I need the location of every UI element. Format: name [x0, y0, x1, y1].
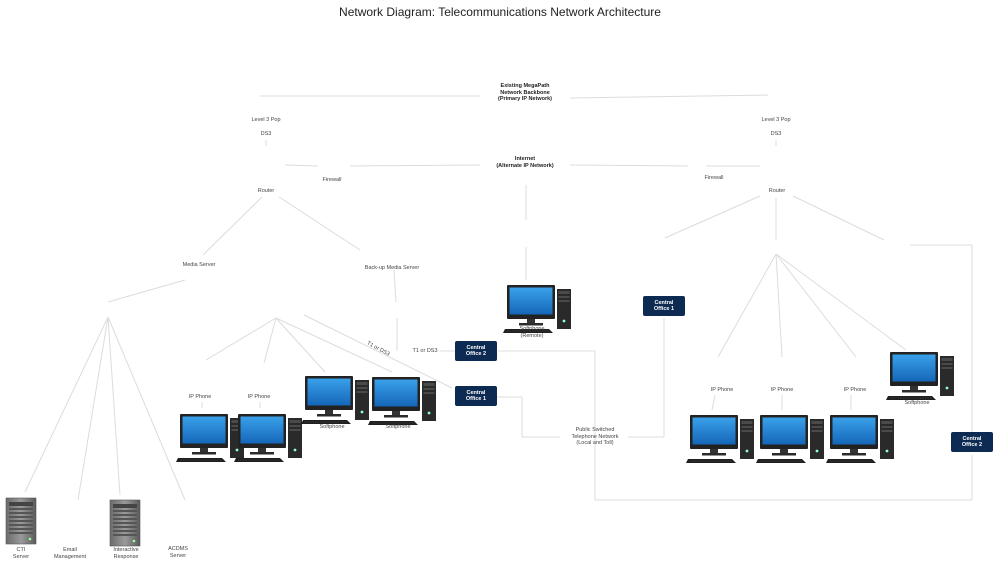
- co1-left-line-1: Central: [466, 389, 486, 396]
- ip-phone-label: IP Phone: [710, 387, 734, 393]
- link-router-backup: [278, 196, 361, 251]
- softphone-label: Softphone: [385, 424, 411, 430]
- link-co1-left: [303, 314, 453, 389]
- link-hub-soft2: [275, 317, 393, 373]
- ds3-right-label: DS3: [770, 131, 782, 137]
- co1-right-line-1: Central: [654, 299, 674, 306]
- cti-line-1: CTI: [16, 547, 26, 553]
- link-router-media: [202, 196, 263, 256]
- co2-left-line-1: Central: [466, 344, 486, 351]
- backbone-label: Existing MegaPath Network Backbone (Prim…: [498, 83, 552, 103]
- ip-phone-computer-icon: [233, 413, 303, 463]
- pstn-line-3: (Local and Toll): [576, 440, 614, 447]
- diagram-title: Network Diagram: Telecommunications Netw…: [339, 5, 661, 19]
- remote-softphone-line-1: Softphone: [519, 326, 545, 332]
- link-internet-left: [349, 164, 481, 167]
- link-rhub-3: [775, 253, 857, 358]
- router-right-label: Router: [768, 188, 786, 194]
- router-left-label: Router: [257, 188, 275, 194]
- level3-pop-right-label: Level 3 Pop: [761, 117, 791, 123]
- acdms-line-2: Server: [169, 552, 187, 559]
- co2-left-line-2: Office 2: [465, 351, 487, 357]
- ds3-left-label: DS3: [260, 131, 272, 137]
- backbone-line-3: (Primary IP Network): [497, 96, 553, 103]
- link-rhub-soft: [775, 253, 907, 351]
- link-backup-down: [393, 269, 397, 303]
- link-email: [77, 316, 109, 501]
- link-backbone-right: [569, 94, 769, 99]
- ivr-line-2: Response: [113, 553, 139, 560]
- ivr-server-icon: [109, 499, 141, 547]
- softphone-computer-icon: [300, 375, 370, 425]
- pstn-line-2: Telephone Network: [571, 433, 619, 440]
- ivr-line-1: Interactive: [113, 547, 139, 553]
- link-ivr: [107, 316, 121, 496]
- ip-phone-computer-icon: [175, 413, 245, 463]
- ip-phone-computer-icon: [685, 414, 755, 464]
- remote-softphone-line-2: (Remote): [520, 332, 544, 339]
- softphone-computer-icon: [367, 376, 437, 426]
- softphone-label: Softphone: [319, 424, 345, 430]
- backbone-line-1: Existing MegaPath: [500, 83, 550, 89]
- connection-lines: [24, 94, 973, 501]
- co1-right-line-2: Office 1: [653, 306, 675, 312]
- remote-softphone-label: Softphone (Remote): [519, 326, 544, 339]
- link-internet-right: [569, 164, 689, 167]
- t1-ds3-label: T1 or DS3: [412, 348, 438, 354]
- cti-server-icon: [5, 497, 37, 545]
- ip-phone-label: IP Phone: [247, 394, 271, 400]
- cti-server-label: CTI Server: [13, 547, 29, 560]
- link-hub-soft1: [275, 317, 326, 373]
- backbone-line-2: Network Backbone: [500, 89, 550, 96]
- ip-phone-computer-icon: [825, 414, 895, 464]
- ip-phone-label: IP Phone: [188, 394, 212, 400]
- cti-line-2: Server: [12, 553, 30, 560]
- interactive-response-label: Interactive Response: [113, 547, 138, 560]
- internet-line-2: (Alternate IP Network): [496, 162, 554, 169]
- link-media-down: [107, 279, 186, 303]
- ip-phone-computer-icon: [755, 414, 825, 464]
- firewall-right-label: Firewall: [704, 175, 724, 181]
- link-router-right-right: [792, 195, 885, 241]
- ip-phone-label: IP Phone: [843, 387, 867, 393]
- link-cti: [24, 316, 109, 493]
- link-router-right-left: [664, 195, 761, 239]
- softphone-label: Softphone: [904, 400, 930, 406]
- link-acdms: [107, 316, 186, 501]
- acdms-server-label: ACDMS Server: [168, 546, 188, 559]
- co2-right-line-1: Central: [962, 435, 982, 442]
- firewall-left-label: Firewall: [322, 177, 342, 183]
- level3-pop-left-label: Level 3 Pop: [251, 117, 281, 123]
- pstn-line-1: Public Switched: [575, 427, 615, 433]
- link-hub-ipphone1: [205, 317, 277, 361]
- co2-right-line-2: Office 2: [961, 442, 983, 448]
- link-hub-ipphone2: [263, 317, 277, 364]
- link-rhub-2: [775, 253, 783, 358]
- link-rhub-1: [717, 253, 777, 358]
- ip-phone-label: IP Phone: [770, 387, 794, 393]
- backup-media-server-label: Back-up Media Server: [364, 265, 420, 271]
- softphone-computer-icon: [885, 351, 955, 401]
- email-line-2: Management: [53, 553, 87, 560]
- acdms-line-1: ACDMS: [168, 546, 188, 552]
- link-fw-left-a: [284, 164, 319, 167]
- email-management-label: Email Management: [54, 547, 86, 560]
- media-server-label: Media Server: [182, 262, 216, 268]
- internet-label: Internet (Alternate IP Network): [496, 156, 553, 169]
- internet-line-1: Internet: [514, 156, 536, 162]
- email-line-1: Email: [63, 547, 77, 553]
- pstn-label: Public Switched Telephone Network (Local…: [571, 427, 618, 447]
- co1-left-line-2: Office 1: [465, 396, 487, 402]
- link-rphone1: [711, 394, 716, 411]
